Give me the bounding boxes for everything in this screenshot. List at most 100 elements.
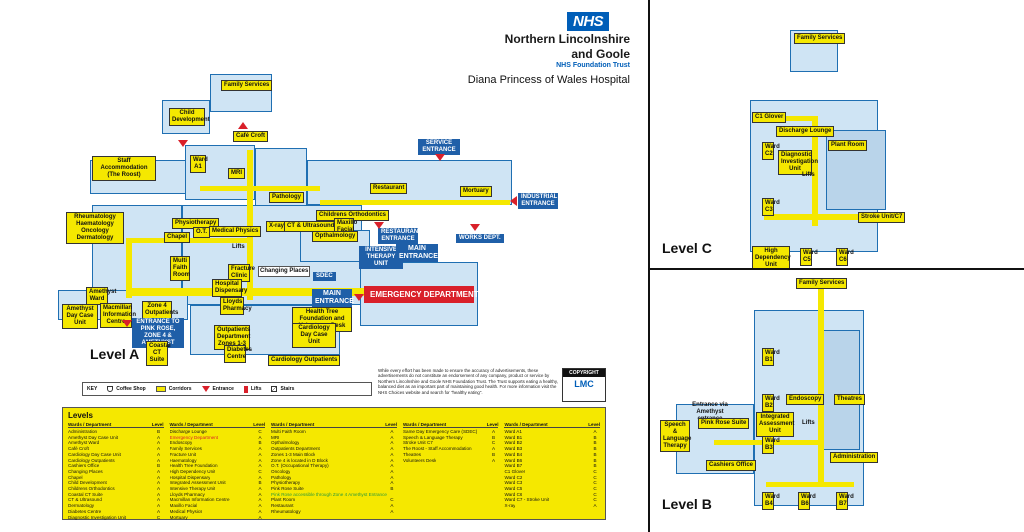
directory-entry-name: Pink Rose accessible through Zone 4 Amet… <box>271 491 387 497</box>
label-b-lifts: Lifts <box>802 420 815 426</box>
label-speech-therapy: Speech & Language Therapy <box>660 420 691 452</box>
key-title: KEY <box>87 386 98 392</box>
entrance-child-dev <box>178 140 188 147</box>
label-main-entrance[interactable]: MAIN ENTRANCE <box>312 289 354 307</box>
label-industrial-entrance[interactable]: INDUSTRIAL ENTRANCE <box>518 193 558 209</box>
directory-entry-level: A <box>390 503 394 509</box>
corridor-swatch-icon <box>155 386 166 392</box>
directory-header-level: Level <box>151 422 164 427</box>
directory-row: Pink Rose accessible through Zone 4 Amet… <box>271 492 397 498</box>
directory-header-level: Level <box>253 422 266 427</box>
copyright-label: COPYRIGHT <box>563 369 605 377</box>
label-main-entrance-top[interactable]: MAIN ENTRANCE <box>396 244 438 262</box>
directory-entry-name: Ward B4 <box>504 451 523 457</box>
directory-entry-level: A <box>258 446 262 452</box>
label-theatres: Theatres <box>834 394 866 405</box>
label-rheumatology: Rheumatology Haematology Oncology Dermat… <box>66 212 124 244</box>
label-chapel: Chapel <box>164 232 191 243</box>
directory-entry-level: A <box>390 429 394 434</box>
label-ward-c2: Ward C2 <box>762 142 780 160</box>
corridor-central-vertical <box>247 150 253 300</box>
label-itu[interactable]: INTENSIVE THERAPY UNIT <box>359 246 403 269</box>
directory-entry-name: Health Tree Foundation <box>169 463 218 469</box>
directory-entry-name: Physiotherapy <box>271 480 301 486</box>
label-discharge-lounge: Discharge Lounge <box>776 126 835 137</box>
corridor-link <box>132 238 252 243</box>
directory-entry-name: Volunteers Desk <box>402 457 437 463</box>
entrance-arrow-icon <box>201 386 210 392</box>
label-restaurant-entrance[interactable]: RESTAURANT ENTRANCE <box>378 228 422 244</box>
label-works-dept[interactable]: WORKS DEPT. <box>456 234 504 243</box>
directory-entry-level: A <box>258 508 262 514</box>
directory-entry-name: Ward B7 <box>504 463 523 469</box>
directory-entry-name: Pink Rose Suite <box>271 486 304 492</box>
trust-name: Northern Lincolnshire and Goole <box>504 32 630 61</box>
directory-entry-level: A <box>258 514 262 520</box>
directory-entry-level: B <box>491 451 496 457</box>
label-endoscopy: Endoscopy <box>786 394 825 405</box>
directory-entry-level: B <box>593 451 597 457</box>
directory-row: Health Tree Foundation A <box>170 463 266 469</box>
directory-entry-level: C <box>593 497 597 503</box>
label-ward-b4: Ward B4 <box>762 492 780 510</box>
label-diabetes-centre: Diabetes Centre <box>224 345 252 363</box>
label-cashiers-office: Cashiers Office <box>706 460 757 471</box>
label-ward-a1: Ward A1 <box>190 155 208 173</box>
directory-entry-level: B <box>593 457 597 463</box>
directory-entry-name: Zone 4 is located in D Block <box>271 457 328 463</box>
label-ophthalmology: Opthalmology <box>312 231 359 242</box>
label-staff-accommodation: Staff Accommodation (The Roost) <box>92 156 156 181</box>
directory-entry-level: B <box>593 434 597 440</box>
directory-entry-level: A <box>491 446 496 452</box>
directory-entry-name: Dermatology <box>68 503 95 509</box>
directory-entry-name: Administration <box>68 429 98 434</box>
directory-entry-level: A <box>390 434 394 440</box>
label-service-entrance[interactable]: SERVICE ENTRANCE <box>418 139 460 155</box>
directory-entry-name: Family Services <box>169 446 202 452</box>
directory-entry-name: Diabetes Centre <box>68 508 102 514</box>
label-c-family-services: Family Services <box>794 33 846 44</box>
key-stairs: Stairs <box>271 386 294 392</box>
directory-entry-name: Ward B2 <box>504 440 523 446</box>
building-b-east <box>820 330 860 450</box>
directory-entry-level: A <box>390 463 394 469</box>
directory-entry-name: Ward C2 <box>504 474 523 480</box>
level-c-panel: Family Services C1 Glover Discharge Loun… <box>650 0 1024 270</box>
directory-header-name: Wards / Department <box>271 422 315 427</box>
directory-header-level: Level <box>486 422 499 427</box>
label-pathology: Pathology <box>269 192 305 203</box>
directory-entry-name: Ward C6 <box>504 491 523 497</box>
directory-entry-level: A <box>258 463 262 469</box>
directory-entry-name: Haematology <box>169 457 197 463</box>
key-lifts: Lifts <box>243 385 261 393</box>
corridor-c-top <box>768 116 816 121</box>
label-cafe-croft: Café Croft <box>233 131 269 142</box>
directory-entry-name: Theatres <box>402 451 422 457</box>
directory-entry-name: Macmillan Information Centre <box>169 497 230 503</box>
